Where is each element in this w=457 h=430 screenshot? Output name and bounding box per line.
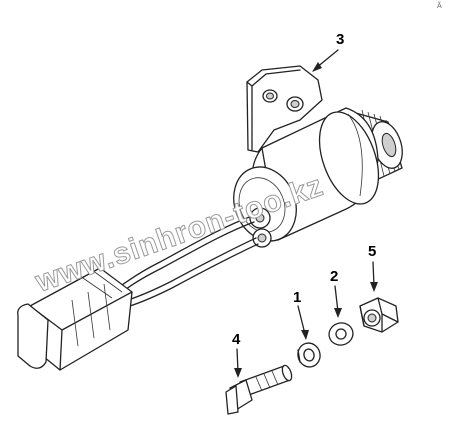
- callout-2: 2: [330, 268, 342, 318]
- callout-arrow-2: [334, 285, 339, 313]
- flat-washer: [328, 322, 354, 346]
- corner-mark: Ã: [437, 1, 442, 10]
- callout-1: 1: [293, 289, 309, 340]
- wire-harness: [117, 215, 259, 307]
- callout-label-3: 3: [336, 31, 344, 48]
- callout-3: 3: [312, 31, 344, 72]
- callout-arrowhead-5: [370, 282, 378, 292]
- solenoid-assembly: [17, 65, 403, 371]
- callout-arrowhead-4: [234, 368, 242, 378]
- lock-washer: [297, 342, 321, 368]
- bolt: [225, 364, 293, 415]
- callout-label-4: 4: [232, 331, 241, 348]
- callout-arrowhead-1: [301, 330, 309, 340]
- connector-plug: [17, 267, 133, 371]
- callout-4: 4: [232, 331, 242, 378]
- hex-nut: [359, 297, 399, 333]
- callout-label-2: 2: [330, 268, 338, 285]
- callout-5: 5: [368, 243, 378, 292]
- callout-arrow-1: [297, 305, 306, 335]
- callout-arrowhead-2: [334, 308, 342, 318]
- callout-label-1: 1: [293, 289, 301, 306]
- rear-cap: [233, 166, 297, 248]
- callout-label-5: 5: [368, 243, 376, 260]
- callout-arrowhead-3: [312, 62, 322, 72]
- mounting-bracket: [246, 65, 323, 153]
